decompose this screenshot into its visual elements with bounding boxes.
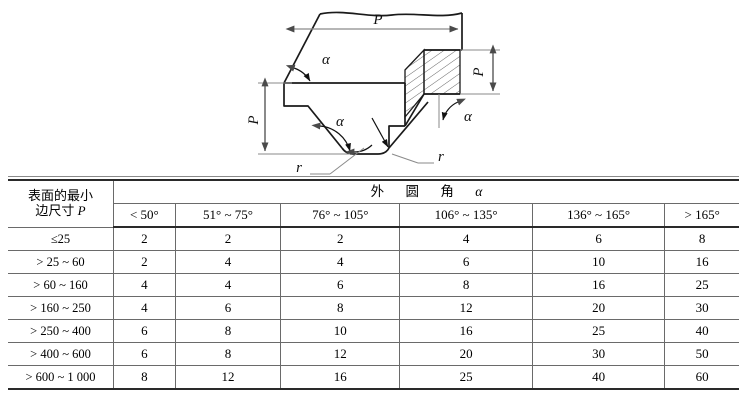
cell-4-2: 10 [280,319,401,343]
cell-3-5: 30 [664,296,739,320]
column-header-4: 136° ~ 165° [531,203,666,228]
cell-0-2: 2 [280,226,401,251]
column-header-5: > 165° [664,203,739,228]
cell-4-4: 25 [531,319,666,343]
table-row: > 600 ~ 1 000 8 12 16 25 40 60 [8,365,739,390]
cell-5-4: 30 [531,342,666,366]
group-header-text: 外 圆 角 [370,184,476,200]
column-header-3: 106° ~ 135° [399,203,533,228]
stub-header-cell: 表面的最小 边尺寸 P [8,179,114,228]
table-row: > 250 ~ 400 6 8 10 16 25 40 [8,319,739,343]
group-header-cell: 外 圆 角 α [113,179,739,204]
table-row: > 25 ~ 60 2 4 4 6 10 16 [8,250,739,274]
alpha-upper-left-label: α [322,52,331,68]
solid-body-outline [283,11,463,155]
cell-2-5: 25 [664,273,739,297]
r-left-label: r [296,160,302,176]
cell-4-3: 16 [399,319,533,343]
cell-4-5: 40 [664,319,739,343]
p-right-label: P [471,67,487,77]
corner-radius-table: 表面的最小 边尺寸 P 外 圆 角 α < 50° 51° ~ 75° 76° … [8,179,739,390]
cell-5-3: 20 [399,342,533,366]
p-left-label: P [246,115,262,125]
cell-3-2: 8 [280,296,401,320]
cell-3-1: 6 [174,296,282,320]
dimension-p-top: P [285,12,459,33]
cell-1-5: 16 [664,250,739,274]
r-right-label: r [438,149,444,165]
stub-header-line2-text: 边尺寸 [35,202,78,218]
column-header-0: < 50° [113,203,176,228]
table-header-columns-row: < 50° 51° ~ 75° 76° ~ 105° 106° ~ 135° 1… [8,203,739,228]
row-label-4: > 250 ~ 400 [8,319,114,343]
alpha-bottom-label: α [336,114,345,130]
cell-1-1: 4 [174,250,282,274]
cell-0-0: 2 [113,226,176,251]
cell-6-3: 25 [399,365,533,390]
cell-6-0: 8 [113,365,176,390]
stub-header-symbol-p: P [77,202,86,218]
row-label-6: > 600 ~ 1 000 [8,365,114,390]
cell-3-4: 20 [531,296,666,320]
cell-5-1: 8 [174,342,282,366]
table-body: ≤25 2 2 2 4 6 8 > 25 ~ 60 2 4 4 6 10 16 … [8,226,739,390]
table-row: > 60 ~ 160 4 4 6 8 16 25 [8,273,739,297]
stub-header-line2: 边尺寸 P [8,202,113,219]
row-label-1: > 25 ~ 60 [8,250,114,274]
cell-0-1: 2 [174,226,282,251]
cell-5-0: 6 [113,342,176,366]
row-label-3: > 160 ~ 250 [8,296,114,320]
cell-4-0: 6 [113,319,176,343]
row-label-2: > 60 ~ 160 [8,273,114,297]
radius-leader-left: r [296,147,365,176]
angle-alpha-right: α [438,94,473,128]
dimension-p-left: P [246,77,350,155]
row-label-0: ≤25 [8,226,114,251]
cell-5-5: 50 [664,342,739,366]
cell-6-5: 60 [664,365,739,390]
cell-2-3: 8 [399,273,533,297]
cell-3-0: 4 [113,296,176,320]
table-header-group-row: 表面的最小 边尺寸 P 外 圆 角 α [8,179,739,228]
cell-2-4: 16 [531,273,666,297]
table-row: ≤25 2 2 2 4 6 8 [8,226,739,251]
angle-alpha-bottom: α [311,114,373,156]
cell-6-4: 40 [531,365,666,390]
stub-header-line1: 表面的最小 [27,187,93,203]
technical-drawing-figure: P P P α [0,0,747,178]
cell-1-4: 10 [531,250,666,274]
cell-0-4: 6 [531,226,666,251]
angle-alpha-upper-left: α [285,52,331,82]
cell-6-2: 16 [280,365,401,390]
radius-leader-right: r [371,117,444,165]
cell-5-2: 12 [280,342,401,366]
cell-0-3: 4 [399,226,533,251]
row-label-5: > 400 ~ 600 [8,342,114,366]
cell-1-3: 6 [399,250,533,274]
hatched-section [404,48,461,119]
cell-2-0: 4 [113,273,176,297]
table-row: > 160 ~ 250 4 6 8 12 20 30 [8,296,739,320]
column-header-2: 76° ~ 105° [280,203,401,228]
p-top-label: P [372,12,382,28]
cell-4-1: 8 [174,319,282,343]
table-row: > 400 ~ 600 6 8 12 20 30 50 [8,342,739,366]
cell-3-3: 12 [399,296,533,320]
cell-2-2: 6 [280,273,401,297]
cell-2-1: 4 [174,273,282,297]
cell-1-2: 4 [280,250,401,274]
dimension-p-right: P [460,44,500,95]
column-header-1: 51° ~ 75° [174,203,282,228]
cell-6-1: 12 [174,365,282,390]
cell-1-0: 2 [113,250,176,274]
isometric-corner-drawing: P P P α [246,11,500,176]
cell-0-5: 8 [664,226,739,251]
group-header-symbol-alpha: α [475,184,483,200]
alpha-right-label: α [464,109,473,125]
